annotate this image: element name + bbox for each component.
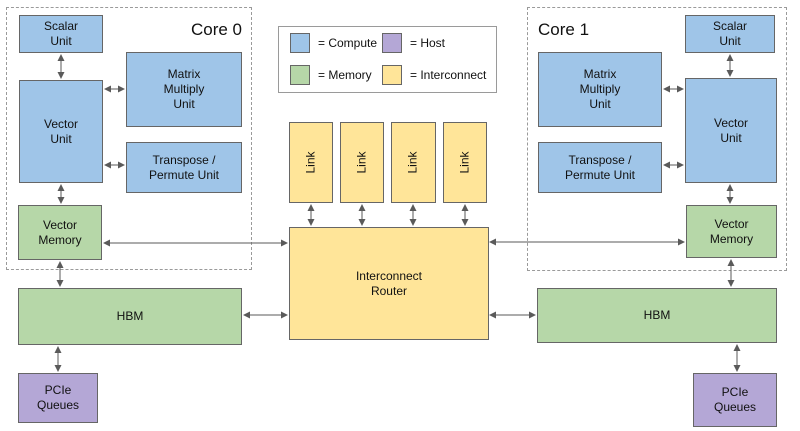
legend-item-memory: = Memory (290, 65, 372, 85)
link-4: Link (443, 122, 487, 203)
core1-matrix-multiply-unit: Matrix Multiply Unit (538, 52, 662, 127)
link-3: Link (391, 122, 436, 203)
host-swatch-icon (382, 33, 402, 53)
legend-label-interconnect: = Interconnect (410, 68, 487, 82)
core0-transpose-permute-unit: Transpose / Permute Unit (126, 142, 242, 193)
link-3-label: Link (405, 151, 420, 174)
interconnect-swatch-icon (382, 65, 402, 85)
hbm-right: HBM (537, 288, 777, 343)
legend-label-compute: = Compute (318, 36, 378, 50)
core0-scalar-unit: Scalar Unit (19, 15, 103, 53)
link-2-label: Link (354, 151, 369, 174)
pcie-queues-right: PCIe Queues (693, 373, 777, 427)
core1-transpose-permute-unit: Transpose / Permute Unit (538, 142, 662, 193)
legend-item-host: = Host (382, 33, 445, 53)
compute-swatch-icon (290, 33, 310, 53)
legend-item-compute: = Compute (290, 33, 377, 53)
memory-swatch-icon (290, 65, 310, 85)
core1-vector-memory: Vector Memory (686, 205, 777, 258)
link-4-label: Link (457, 151, 472, 174)
core0-vector-memory: Vector Memory (18, 205, 102, 260)
hbm-left: HBM (18, 288, 242, 345)
link-1: Link (289, 122, 333, 203)
link-1-label: Link (303, 151, 318, 174)
legend-label-memory: = Memory (318, 68, 372, 82)
core0-matrix-multiply-unit: Matrix Multiply Unit (126, 52, 242, 127)
legend-item-interconnect: = Interconnect (382, 65, 486, 85)
core1-title: Core 1 (538, 20, 590, 39)
legend: = Compute = Host = Memory = Interconnect (278, 26, 497, 93)
core1-vector-unit: Vector Unit (685, 78, 777, 183)
pcie-queues-left: PCIe Queues (18, 373, 98, 423)
interconnect-router: Interconnect Router (289, 227, 489, 340)
link-2: Link (340, 122, 384, 203)
core0-vector-unit: Vector Unit (19, 80, 103, 183)
core0-title: Core 0 (190, 20, 242, 39)
core1-scalar-unit: Scalar Unit (685, 15, 775, 53)
legend-label-host: = Host (410, 36, 446, 50)
